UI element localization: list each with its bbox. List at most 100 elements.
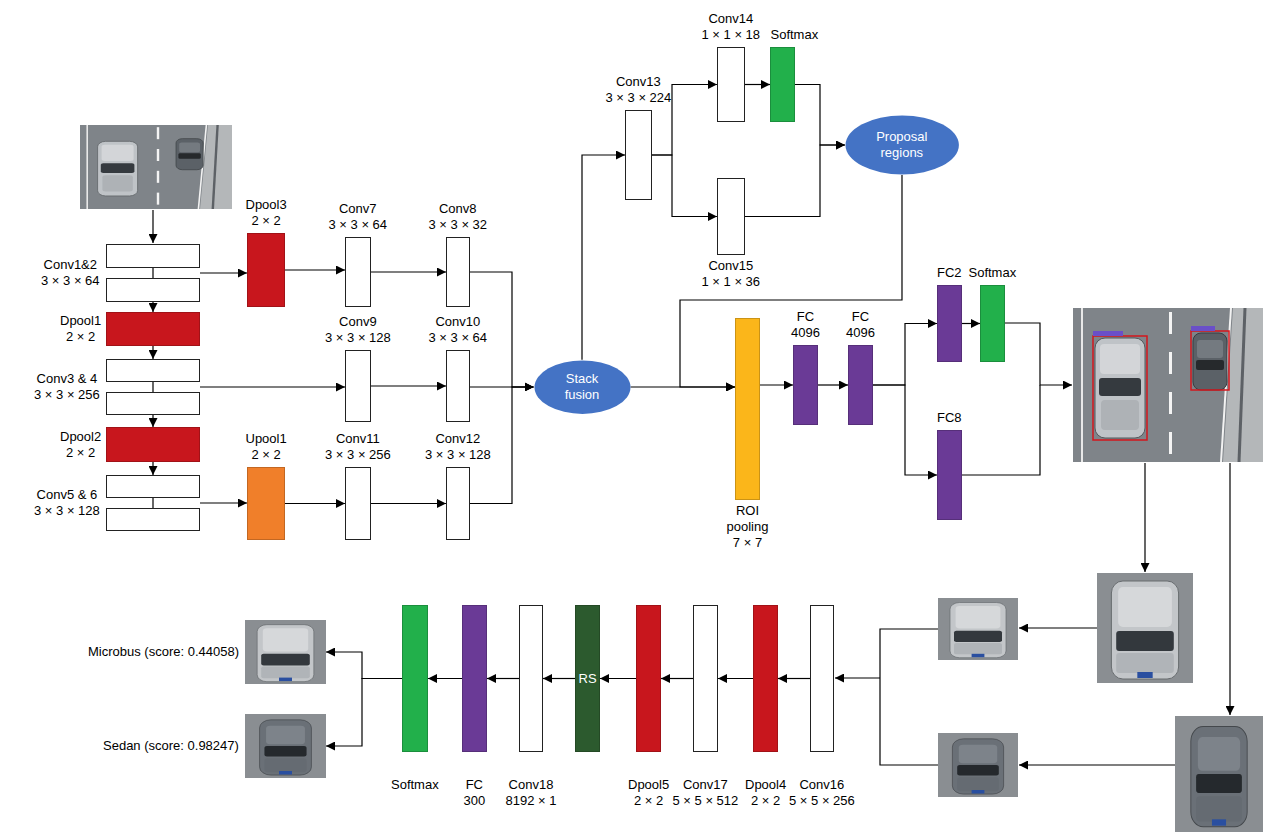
flow-arrow — [835, 677, 880, 678]
layer-label: Conv123 × 3 × 128 — [425, 431, 491, 463]
flow-connector — [371, 503, 446, 504]
label-text: Softmax — [771, 27, 819, 43]
layer-label: Microbus (score: 0.44058) — [88, 644, 239, 660]
conv-layer: Conv175 × 5 × 512 — [693, 605, 718, 752]
conv-sub-box — [106, 392, 200, 415]
flow-connector — [152, 415, 153, 427]
flow-arrow — [152, 382, 153, 392]
label-text: 2 × 2 — [60, 445, 101, 461]
layer-label: Proposal regions — [866, 129, 938, 161]
result-image — [245, 714, 326, 778]
flow-connector — [760, 384, 793, 385]
flow-connector — [285, 269, 345, 270]
layer-label: FC300 — [464, 777, 486, 809]
ellipse-fill — [845, 116, 958, 175]
layer-label: Conv83 × 3 × 32 — [429, 201, 488, 233]
softmax-layer: Softmax — [980, 285, 1005, 362]
label-text: Conv3 & 4 — [34, 371, 100, 387]
flow-connector — [326, 679, 402, 747]
label-text: Dpool2 — [60, 429, 101, 445]
flow-connector — [285, 503, 345, 504]
label-text: Conv18 — [506, 777, 557, 793]
layer-label: Dpool22 × 2 — [60, 429, 101, 461]
label-text: 3 × 3 × 64 — [429, 330, 488, 346]
label-text: FC — [846, 309, 875, 325]
layer-label: Dpool52 × 2 — [628, 777, 669, 809]
flow-arrow — [1229, 463, 1230, 715]
label-text: 5 × 5 × 512 — [673, 793, 739, 809]
label-text: Conv7 — [329, 201, 388, 217]
label-text: 1 × 1 × 18 — [702, 27, 761, 43]
flow-connector — [661, 678, 693, 679]
detection-tag — [1191, 326, 1215, 331]
conv-sub-box — [106, 508, 200, 531]
label-text: 4096 — [791, 325, 820, 341]
label-text: 1 × 1 × 36 — [702, 274, 761, 290]
label-text: Conv17 — [673, 777, 739, 793]
label-text: Dpool1 — [60, 313, 101, 329]
label-text: Dpool4 — [745, 777, 786, 793]
flow-connector — [818, 384, 848, 385]
fc-layer: FC4096 — [848, 345, 873, 425]
layer-label: ROI pooling7 × 7 — [721, 503, 775, 551]
flow-connector — [200, 272, 247, 273]
flow-arrow — [962, 385, 1040, 475]
label-text: Conv10 — [429, 314, 488, 330]
label-text: 2 × 2 — [745, 793, 786, 809]
flow-connector — [873, 385, 937, 475]
fc-layer: FC2 — [937, 285, 962, 362]
label-text: Proposal regions — [866, 129, 938, 161]
layer-label: Conv175 × 5 × 512 — [673, 777, 739, 809]
input-image — [80, 125, 232, 209]
label-text: Dpool5 — [628, 777, 669, 793]
conv-layer-pair: Conv5 & 63 × 3 × 128 — [106, 475, 200, 531]
layer-label: Dpool12 × 2 — [60, 313, 101, 345]
flow-connector — [371, 385, 446, 386]
pool-layer: Dpool12 × 2 — [106, 312, 200, 346]
label-text: 3 × 3 × 64 — [329, 217, 388, 233]
flow-arrow — [1019, 764, 1175, 765]
layer-label: Dpool32 × 2 — [246, 197, 287, 229]
flow-arrow — [152, 210, 153, 243]
flow-connector — [962, 323, 980, 324]
crop-image — [1175, 716, 1263, 832]
label-text: 2 × 2 — [246, 213, 287, 229]
conv-layer: Conv93 × 3 × 128 — [345, 350, 371, 422]
detection-image — [1073, 308, 1263, 462]
flow-connector — [487, 678, 519, 679]
layer-label: FC2 — [937, 265, 962, 281]
layer-label: FC8 — [937, 410, 962, 426]
label-text: 4096 — [846, 325, 875, 341]
label-text: FC — [791, 309, 820, 325]
layer-label: Softmax — [969, 265, 1017, 281]
conv-sub-box — [106, 359, 200, 382]
flow-connector — [745, 84, 770, 85]
label-text: FC8 — [937, 410, 962, 426]
label-text: Conv1&2 — [41, 257, 100, 273]
flow-connector — [745, 145, 845, 217]
flow-connector — [326, 652, 402, 679]
flow-connector — [873, 324, 937, 386]
layer-label: Conv93 × 3 × 128 — [325, 314, 391, 346]
layer-label: Conv113 × 3 × 256 — [325, 431, 391, 463]
layer-label: FC4096 — [791, 309, 820, 341]
label-text: 7 × 7 — [721, 535, 775, 551]
conv-layer: Conv151 × 1 × 36 — [717, 178, 745, 255]
result-image-frame: Sedan (score: 0.98247) — [245, 714, 326, 778]
label-text: 2 × 2 — [246, 447, 287, 463]
conv-sub-box — [106, 244, 200, 268]
layer-label: Conv1&23 × 3 × 64 — [41, 257, 100, 289]
label-text: FC2 — [937, 265, 962, 281]
conv-layer-pair: Conv1&23 × 3 × 64 — [106, 244, 200, 302]
conv-layer: Conv73 × 3 × 64 — [345, 237, 371, 307]
conv-layer: Conv123 × 3 × 128 — [446, 467, 470, 540]
fusion-ellipse: Stack fusion — [534, 360, 631, 414]
softmax-layer: Softmax — [402, 605, 428, 752]
flow-connector — [152, 346, 153, 359]
label-text: Conv14 — [702, 11, 761, 27]
flow-arrow — [152, 498, 153, 508]
detection-box — [1191, 331, 1229, 390]
flow-connector — [428, 678, 462, 679]
softmax-layer: Softmax — [770, 47, 795, 122]
